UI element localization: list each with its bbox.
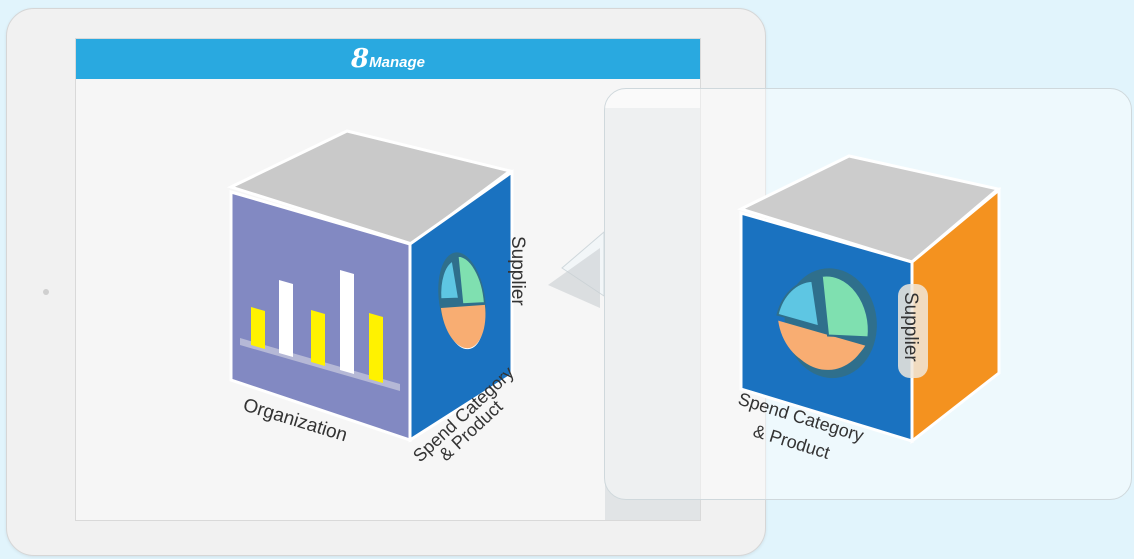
right-pie-orange-fill	[778, 320, 866, 368]
bar-4	[340, 270, 354, 374]
right-pie-chart-icon	[776, 268, 877, 379]
bar-2	[279, 280, 293, 357]
bar-1	[251, 307, 265, 349]
app-header: 8Manage	[76, 39, 700, 79]
callout-pointer-shadow	[548, 248, 600, 308]
right-pie-green	[820, 274, 870, 339]
bar-5	[369, 313, 383, 383]
logo-word: Manage	[369, 54, 425, 71]
callout-shadow	[605, 108, 700, 520]
bar-chart-icon	[240, 270, 400, 391]
home-button-icon[interactable]	[43, 289, 49, 295]
bar-3	[311, 310, 325, 366]
pie-chart-icon	[438, 252, 486, 350]
left-cube-top	[226, 129, 514, 246]
logo-number: 8	[351, 44, 370, 74]
right-pie-cyan	[776, 279, 821, 328]
left-side-top-label: Supplier	[507, 236, 528, 306]
right-side-label: Supplier	[900, 292, 921, 362]
right-supplier-tag	[898, 284, 928, 378]
pie-green	[457, 255, 486, 305]
right-cube-side	[910, 186, 1001, 445]
pie-orange-fill	[440, 304, 486, 349]
pie-cyan	[439, 259, 460, 300]
